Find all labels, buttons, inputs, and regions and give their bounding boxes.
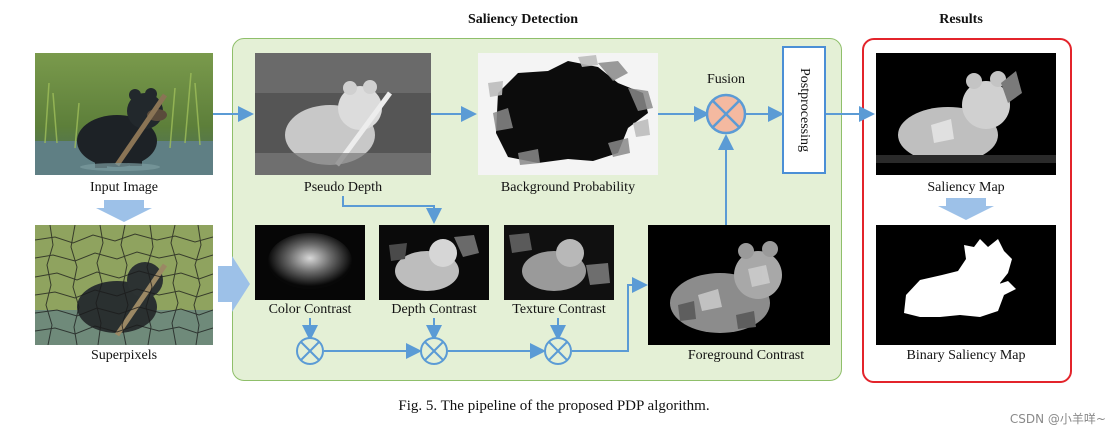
- multiply-node-1: [296, 337, 324, 365]
- multiply-node-2: [420, 337, 448, 365]
- binary-saliency-map-label: Binary Saliency Map: [906, 348, 1026, 363]
- block-arrow-superpixels-to-detection: [218, 256, 250, 312]
- superpixels-label: Superpixels: [90, 348, 158, 363]
- fusion-label: Fusion: [706, 72, 746, 87]
- binary-saliency-map-image: [876, 225, 1056, 345]
- results-panel: [862, 38, 1072, 383]
- background-probability-image: [478, 53, 658, 175]
- depth-contrast-label: Depth Contrast: [391, 302, 477, 317]
- arrow-depth-to-depth-contrast: [342, 196, 442, 224]
- pseudo-depth-label: Pseudo Depth: [303, 180, 383, 195]
- saliency-detection-header: Saliency Detection: [467, 12, 579, 27]
- saliency-map-label: Saliency Map: [927, 180, 1005, 195]
- multiply-node-3: [544, 337, 572, 365]
- foreground-contrast-label: Foreground Contrast: [687, 348, 805, 363]
- arrow-node3-to-foreground: [572, 277, 648, 352]
- depth-contrast-image: [379, 225, 489, 300]
- postprocessing-box: Postprocessing: [782, 46, 826, 174]
- color-contrast-label: Color Contrast: [268, 302, 352, 317]
- fusion-node: [705, 93, 747, 135]
- color-contrast-image: [255, 225, 365, 300]
- figure-caption: Fig. 5. The pipeline of the proposed PDP…: [398, 398, 710, 414]
- texture-contrast-label: Texture Contrast: [512, 302, 606, 317]
- pseudo-depth-image: [255, 53, 431, 175]
- superpixels-image: [35, 225, 213, 345]
- background-probability-label: Background Probability: [500, 180, 636, 195]
- saliency-map-image: [876, 53, 1056, 175]
- input-image-label: Input Image: [89, 180, 159, 195]
- results-header: Results: [939, 12, 983, 27]
- block-arrow-input-to-superpixels: [96, 200, 152, 222]
- input-image: [35, 53, 213, 175]
- foreground-contrast-image: [648, 225, 830, 345]
- block-arrow-saliency-to-binary: [938, 198, 994, 220]
- texture-contrast-image: [504, 225, 614, 300]
- watermark: CSDN @小羊咩~: [1009, 412, 1106, 426]
